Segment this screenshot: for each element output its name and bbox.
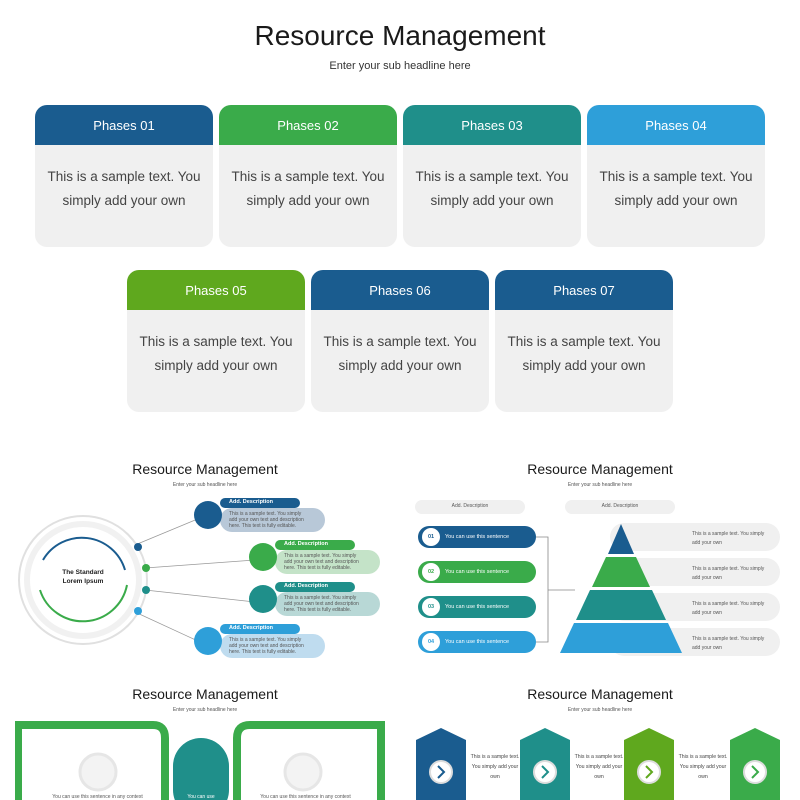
frame-text-2: You can use	[187, 794, 215, 800]
thumbnail-4[interactable]: Resource Management Enter your sub headl…	[410, 680, 790, 800]
phase-card-text: This is a sample text. You simply add yo…	[507, 334, 661, 373]
top-label-1: Add. Description	[451, 503, 489, 509]
phase-card-text: This is a sample text. You simply add yo…	[47, 169, 201, 208]
thumbnail-3[interactable]: Resource Management Enter your sub headl…	[15, 680, 395, 800]
phase-card-text: This is a sample text. You simply add yo…	[323, 334, 477, 373]
phase-card-05[interactable]: Phases 05 This is a sample text. You sim…	[127, 270, 305, 412]
phase-card-03[interactable]: Phases 03 This is a sample text. You sim…	[403, 105, 581, 247]
phase-card-text: This is a sample text. You simply add yo…	[139, 334, 293, 373]
page-title: Resource Management	[254, 20, 546, 51]
thumbnail-2[interactable]: Resource Management Enter your sub headl…	[410, 455, 790, 670]
thumb-title: Resource Management	[527, 686, 673, 702]
thumb-title: Resource Management	[527, 461, 673, 477]
pyramid-text-1: This is a sample text. You simply add yo…	[692, 531, 765, 546]
phase-card-header: Phases 03	[403, 105, 581, 145]
frames-diagram	[15, 721, 385, 800]
top-label-2: Add. Description	[601, 503, 639, 509]
phase-card-header: Phases 06	[311, 270, 489, 310]
phase-card-04[interactable]: Phases 04 This is a sample text. You sim…	[587, 105, 765, 247]
pill-num-1: 01	[427, 534, 435, 540]
pyramid-diagram	[415, 500, 780, 656]
pyramid-text-2: This is a sample text. You simply add yo…	[692, 566, 765, 581]
desc-text-2: This is a sample text. You simply add yo…	[284, 553, 359, 571]
phase-card-text: This is a sample text. You simply add yo…	[415, 169, 569, 208]
desc-label-1: Add. Description	[229, 499, 274, 505]
frame-text-1: You can use this sentence in any context	[52, 794, 143, 800]
phase-card-text: This is a sample text. You simply add yo…	[599, 169, 753, 208]
desc-label-3: Add. Description	[284, 583, 329, 589]
thumbnail-1[interactable]: Resource Management Enter your sub headl…	[15, 455, 395, 670]
pill-text-2: You can use this sentence	[445, 569, 510, 575]
pill-text-4: You can use this sentence	[445, 639, 510, 645]
phase-card-header: Phases 07	[495, 270, 673, 310]
pill-num-2: 02	[427, 569, 435, 575]
frame-text-3: You can use this sentence in any context	[260, 794, 351, 800]
pyramid-text-4: This is a sample text. You simply add yo…	[692, 636, 765, 651]
pill-num-4: 04	[427, 639, 435, 645]
desc-text-1: This is a sample text. You simply add yo…	[229, 511, 304, 529]
pill-text-3: You can use this sentence	[445, 604, 510, 610]
thumb-subtitle: Enter your sub headline here	[172, 707, 238, 713]
phase-card-header: Phases 02	[219, 105, 397, 145]
phase-card-header: Phases 04	[587, 105, 765, 145]
thumb-title: Resource Management	[132, 686, 278, 702]
pyramid-text-3: This is a sample text. You simply add yo…	[692, 601, 765, 616]
phase-card-01[interactable]: Phases 01 This is a sample text. You sim…	[35, 105, 213, 247]
phase-card-06[interactable]: Phases 06 This is a sample text. You sim…	[311, 270, 489, 412]
desc-text-4: This is a sample text. You simply add yo…	[229, 637, 304, 655]
arrow-text-3: This is a sample text. You simply add yo…	[678, 754, 728, 780]
phase-card-header: Phases 05	[127, 270, 305, 310]
circle-diagram	[18, 498, 380, 658]
phase-card-07[interactable]: Phases 07 This is a sample text. You sim…	[495, 270, 673, 412]
desc-label-2: Add. Description	[284, 541, 329, 547]
center-label: The Standard Lorem Ipsum	[62, 569, 104, 585]
arrow-text-1: This is a sample text. You simply add yo…	[470, 754, 520, 780]
phase-card-header: Phases 01	[35, 105, 213, 145]
thumb-subtitle: Enter your sub headline here	[567, 707, 633, 713]
arrow-text-2: This is a sample text. You simply add yo…	[574, 754, 624, 780]
phase-card-02[interactable]: Phases 02 This is a sample text. You sim…	[219, 105, 397, 247]
thumb-subtitle: Enter your sub headline here	[172, 482, 238, 488]
page-subtitle: Enter your sub headline here	[329, 60, 471, 72]
thumb-subtitle: Enter your sub headline here	[567, 482, 633, 488]
desc-text-3: This is a sample text. You simply add yo…	[284, 595, 359, 613]
phase-card-text: This is a sample text. You simply add yo…	[231, 169, 385, 208]
pill-num-3: 03	[427, 604, 435, 610]
thumb-title: Resource Management	[132, 461, 278, 477]
arrows-diagram	[416, 728, 780, 800]
pill-text-1: You can use this sentence	[445, 534, 510, 540]
desc-label-4: Add. Description	[229, 625, 274, 631]
